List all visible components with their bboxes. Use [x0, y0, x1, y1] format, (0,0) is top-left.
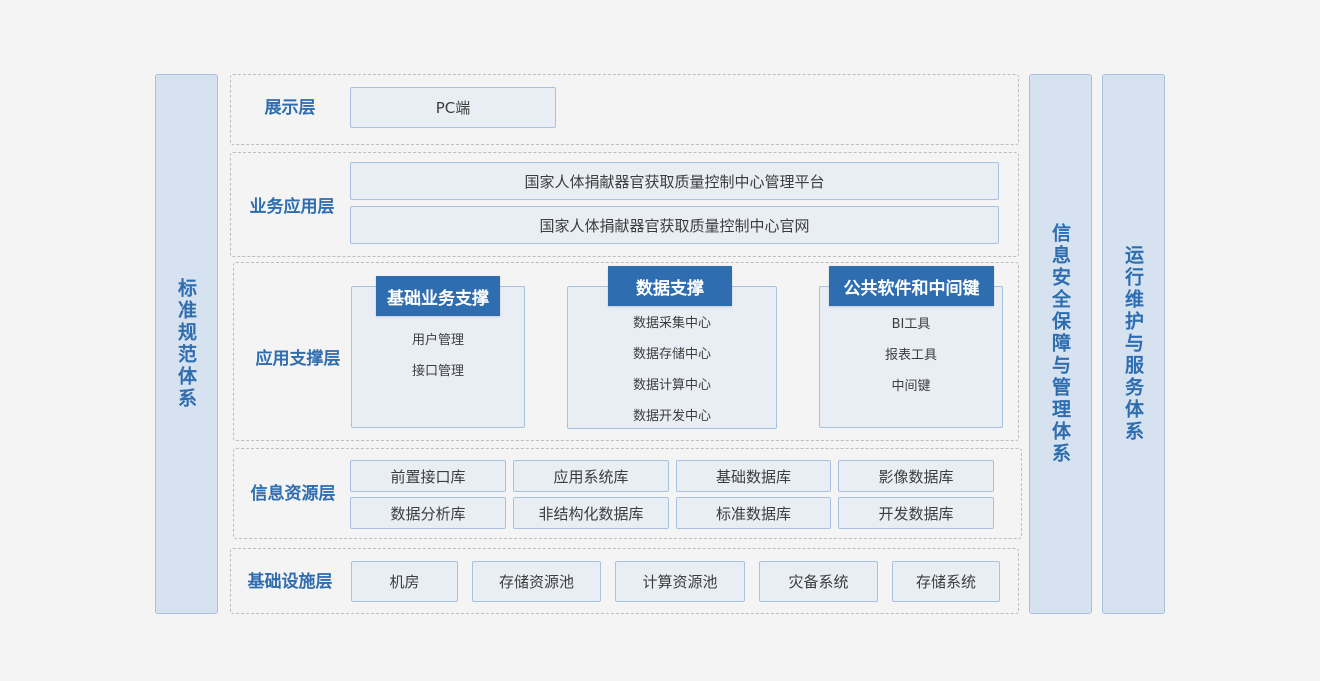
infrastructure-layer — [230, 548, 1019, 614]
security-system-label: 信息安全保障与管理体系 — [1049, 223, 1071, 465]
operations-system-label: 运行维护与服务体系 — [1122, 245, 1144, 443]
storage-system-box: 存储系统 — [892, 561, 1000, 602]
user-management-item: 用户管理 — [411, 333, 464, 348]
data-storage-item: 数据存储中心 — [632, 347, 711, 362]
base-data-db-box: 基础数据库 — [676, 460, 831, 492]
analysis-db-box: 数据分析库 — [350, 497, 506, 529]
pc-client-box: PC端 — [350, 87, 556, 128]
machine-room-box: 机房 — [351, 561, 458, 602]
standards-system-bar: 标准规范体系 — [155, 74, 218, 614]
support-layer-label: 应用支撑层 — [255, 349, 341, 369]
interface-management-item: 接口管理 — [411, 364, 464, 379]
operations-system-bar: 运行维护与服务体系 — [1102, 74, 1165, 614]
management-platform-box: 国家人体捐献器官获取质量控制中心管理平台 — [350, 162, 999, 200]
development-db-box: 开发数据库 — [838, 497, 994, 529]
business-layer — [230, 152, 1019, 257]
resources-layer — [233, 448, 1022, 539]
unstructured-db-box: 非结构化数据库 — [513, 497, 669, 529]
data-development-item: 数据开发中心 — [632, 409, 711, 424]
resources-layer-label: 信息资源层 — [250, 484, 336, 504]
standards-system-label: 标准规范体系 — [175, 278, 197, 410]
official-website-box: 国家人体捐献器官获取质量控制中心官网 — [350, 206, 999, 244]
middleware-item: 中间键 — [891, 379, 931, 394]
application-system-db-box: 应用系统库 — [513, 460, 669, 492]
image-data-db-box: 影像数据库 — [838, 460, 994, 492]
presentation-layer-label: 展示层 — [264, 98, 316, 118]
bi-tool-item: BI工具 — [891, 317, 931, 332]
report-tool-item: 报表工具 — [884, 348, 937, 363]
business-layer-label: 业务应用层 — [249, 197, 335, 217]
data-compute-item: 数据计算中心 — [632, 378, 711, 393]
common-software-panel — [819, 286, 1003, 428]
common-software-title: 公共软件和中间键 — [829, 266, 994, 306]
presentation-layer — [230, 74, 1019, 145]
support-layer — [233, 262, 1019, 441]
disaster-recovery-box: 灾备系统 — [759, 561, 878, 602]
front-interface-db-box: 前置接口库 — [350, 460, 506, 492]
storage-pool-box: 存储资源池 — [472, 561, 601, 602]
basic-business-title: 基础业务支撑 — [376, 276, 500, 316]
data-support-title: 数据支撑 — [608, 266, 732, 306]
standard-db-box: 标准数据库 — [676, 497, 831, 529]
data-collection-item: 数据采集中心 — [632, 316, 711, 331]
compute-pool-box: 计算资源池 — [615, 561, 745, 602]
security-system-bar: 信息安全保障与管理体系 — [1029, 74, 1092, 614]
infrastructure-layer-label: 基础设施层 — [247, 572, 333, 592]
